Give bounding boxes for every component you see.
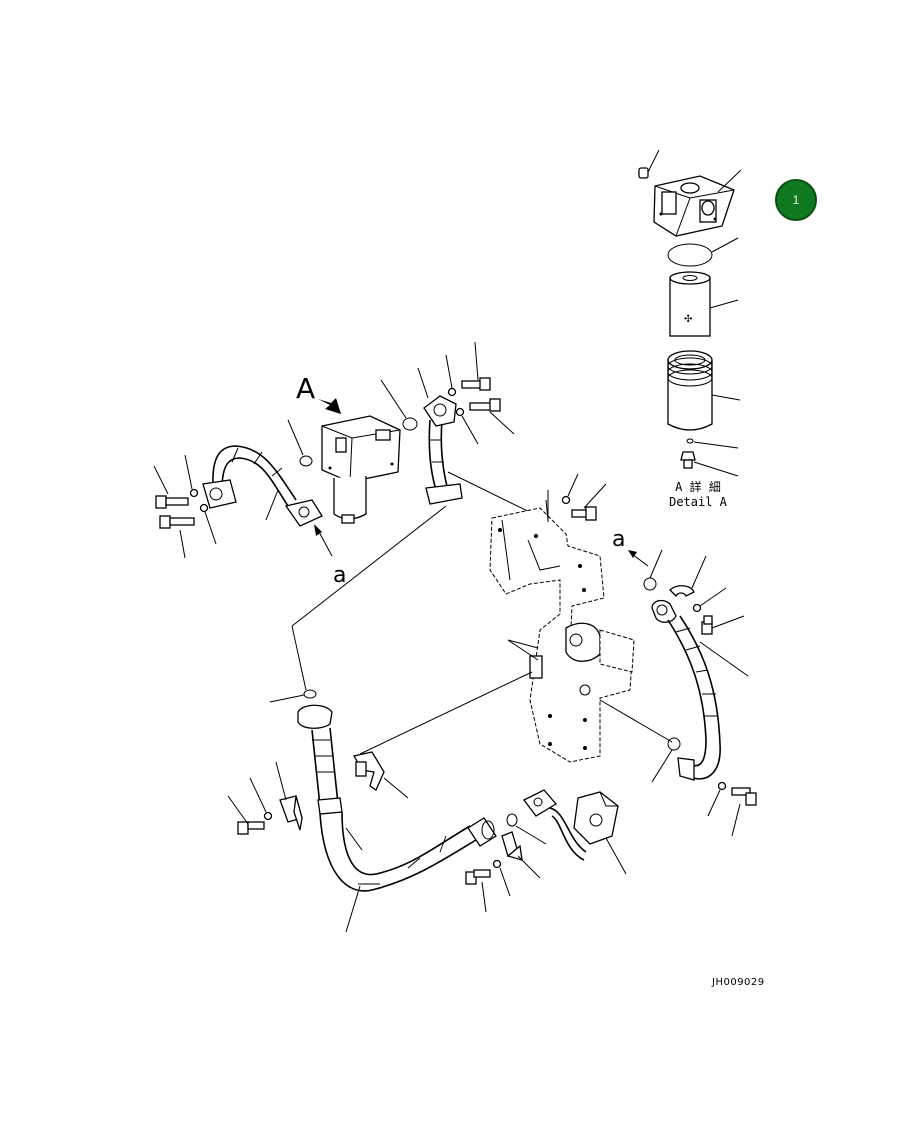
bolt [155,495,189,509]
badge-number: 1 [792,193,800,207]
washer [447,387,457,397]
detail-a-filter-element: ✣ [669,271,711,337]
bolt [159,515,195,529]
bolt [465,869,491,885]
o-ring [506,813,518,827]
o-ring [402,417,418,431]
bolt [701,615,713,635]
detail-a-filter-case [667,350,713,431]
elbow-tube [523,789,619,861]
bolt [731,787,757,806]
detail-a-o-ring [667,243,713,267]
o-ring [667,737,681,751]
ref-a-upper: a [333,563,346,588]
hydraulic-filter-assembly [321,415,401,524]
split-flange [669,585,695,598]
washer [717,781,727,791]
callout-badge[interactable]: 1 [775,179,817,221]
o-ring [299,455,313,467]
hose-clamp [352,751,385,791]
view-arrow [318,398,341,414]
drawing-id: JH009029 [712,977,765,988]
right-hose [651,599,721,781]
washer [199,503,209,513]
washer [492,859,502,869]
detail-caption-line2: Detail A [669,495,727,509]
detail-a-drain-plug [680,451,696,469]
washer [189,488,199,498]
detail-a-small-o-ring [686,438,694,444]
detail-a-filter-head [653,175,735,237]
mounting-bracket [489,499,635,763]
left-outlet-tube [202,445,323,527]
lower-hose [297,704,497,892]
bolt [461,377,491,391]
hose-clamp [279,795,303,831]
washer [561,495,571,505]
filter-outlet-tube [423,395,463,505]
washer [692,603,702,613]
detail-caption: A 詳 細 Detail A [662,480,734,510]
washer [455,407,465,417]
bolt [237,821,265,835]
ref-a-lower: a [612,527,625,552]
bolt [571,506,597,521]
view-letter: A [296,372,315,405]
detail-a-plug [638,149,660,179]
bolt [469,398,501,412]
o-ring [303,689,317,699]
split-flange [501,831,523,861]
detail-caption-line1: A 詳 細 [675,480,721,494]
o-ring [643,577,657,591]
svg-text:✣: ✣ [684,314,692,325]
washer [263,811,273,821]
